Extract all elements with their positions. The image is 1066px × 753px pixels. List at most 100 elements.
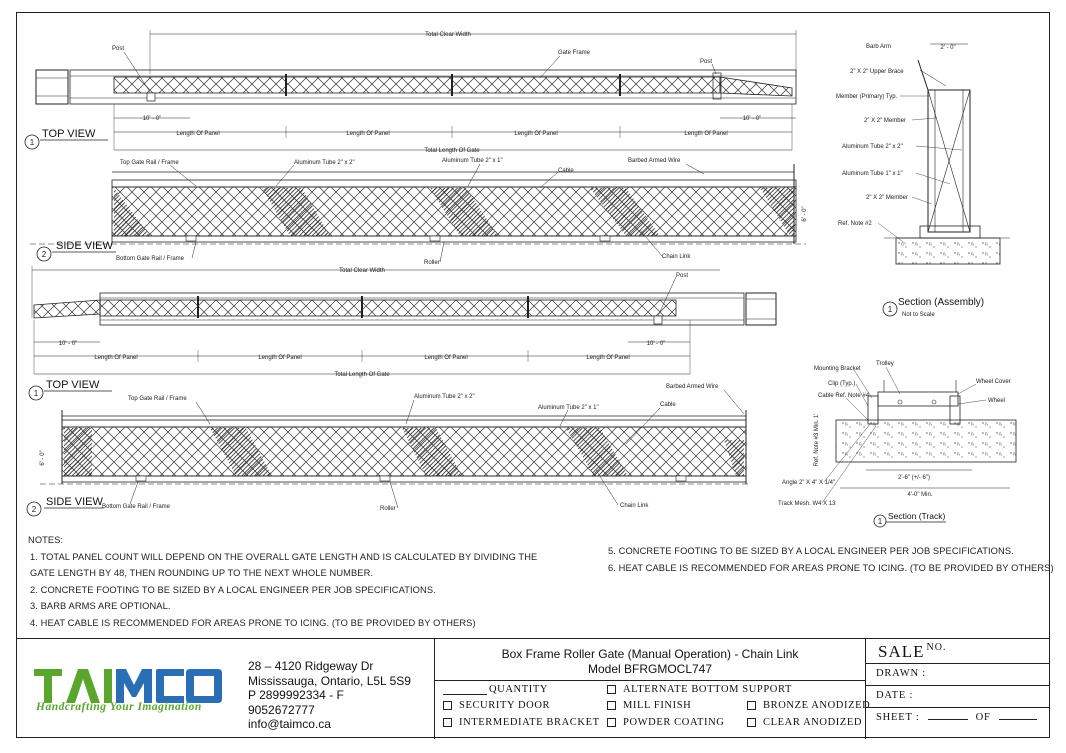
of-blank[interactable] xyxy=(998,719,1037,720)
option-security-door[interactable]: SECURITY DOOR xyxy=(443,700,550,711)
phone: P 2899992334 - F xyxy=(248,688,344,702)
assembly-dim-top: 2' - 0" xyxy=(940,45,955,51)
top-rail-label-2: Top Gate Rail / Frame xyxy=(128,396,187,402)
panel-length-2a: Length Of Panel xyxy=(94,355,137,361)
track-label-left-1: Clip (Typ.) xyxy=(828,381,855,387)
option-bronze-anodized[interactable]: BRONZE ANODIZED xyxy=(747,700,870,711)
note-6: 6. HEAT CABLE IS RECOMMENDED FOR AREAS P… xyxy=(608,562,1054,573)
barbed-wire-label-1: Barbed Armed Wire xyxy=(628,158,681,164)
sheet-label: SHEET : xyxy=(876,712,920,723)
track-label-top-1: Wheel Cover xyxy=(976,379,1011,385)
total-clear-width-label-2: Total Clear Width xyxy=(339,268,385,274)
checkbox[interactable] xyxy=(747,718,756,727)
assembly-number: 1 xyxy=(888,305,893,314)
note-5: 5. CONCRETE FOOTING TO BE SIZED BY A LOC… xyxy=(608,546,1014,556)
track-dim-v: Ref. Note #3 Min. 1' xyxy=(814,414,820,467)
checkbox[interactable] xyxy=(607,685,616,694)
dim-right-10ft-1: 10' - 0" xyxy=(743,116,762,122)
top-rail-label-1: Top Gate Rail / Frame xyxy=(120,160,179,166)
drawing-sheet xyxy=(16,12,1050,738)
checkbox[interactable] xyxy=(607,701,616,710)
note-1: 1. TOTAL PANEL COUNT WILL DEPEND ON THE … xyxy=(30,551,538,562)
track-dim-a: 2'-6" (+/- 6") xyxy=(898,475,930,481)
roller-label-2: Roller xyxy=(380,506,396,512)
option-label: MILL FINISH xyxy=(623,700,692,711)
view-number-1: 1 xyxy=(30,138,35,147)
checkbox[interactable] xyxy=(443,718,452,727)
checkbox[interactable] xyxy=(747,701,756,710)
divider xyxy=(866,707,1050,708)
post-label-left: Post xyxy=(112,46,124,52)
view-number-4: 2 xyxy=(32,505,37,514)
date-field[interactable]: DATE : xyxy=(876,690,914,701)
checkbox[interactable] xyxy=(443,701,452,710)
title-line-1: Box Frame Roller Gate (Manual Operation)… xyxy=(501,647,799,661)
notes-left: NOTES: 1. TOTAL PANEL COUNT WILL DEPEND … xyxy=(28,532,537,631)
gate-drawing: Total Clear Width Gate Frame Post Post 1… xyxy=(24,30,1017,528)
sheet-blank[interactable] xyxy=(927,719,968,720)
option-intermediate-bracket[interactable]: INTERMEDIATE BRACKET xyxy=(443,717,600,728)
panel-length-1c: Length Of Panel xyxy=(514,131,557,137)
option-clear-anodized[interactable]: CLEAR ANODIZED xyxy=(747,717,862,728)
divider xyxy=(866,685,1050,686)
option-alternate-bottom-support[interactable]: ALTERNATE BOTTOM SUPPORT xyxy=(607,684,792,695)
track-label-top-2: Wheel xyxy=(988,398,1005,404)
dim-left-10ft-2: 10' - 0" xyxy=(59,341,78,347)
drawn-field[interactable]: DRAWN : xyxy=(876,668,926,679)
alum-2x2-label-1: Aluminum Tube 2" x 2" xyxy=(294,160,355,166)
side-view-2: Top Gate Rail / Frame Aluminum Tube 2" x… xyxy=(26,384,750,517)
assembly-label-4: Aluminum Tube 2" x 2" xyxy=(842,144,903,150)
barbed-wire-label-2: Barbed Armed Wire xyxy=(666,384,719,390)
side-view-1: Top Gate Rail / Frame Aluminum Tube 2" x… xyxy=(30,158,808,266)
assembly-label-2: Member (Primary) Typ. xyxy=(836,94,898,100)
title-block: TAIMCO Handcrafting Your Imagination 28 … xyxy=(16,638,1050,739)
view-number-3: 1 xyxy=(34,389,39,398)
note-1-cont: GATE LENGTH BY 48, THEN ROUNDING UP TO T… xyxy=(30,568,374,578)
gate-frame-label: Gate Frame xyxy=(558,50,591,56)
assembly-label-7: Ref. Note #2 xyxy=(838,221,872,227)
option-powder-coating[interactable]: POWDER COATING xyxy=(607,717,724,728)
post-label-right: Post xyxy=(700,59,712,65)
quantity-blank[interactable] xyxy=(443,684,487,695)
sheet-field[interactable]: SHEET : OF xyxy=(876,712,1037,723)
notes-heading: NOTES: xyxy=(28,535,64,545)
option-mill-finish[interactable]: MILL FINISH xyxy=(607,700,691,711)
dim-right-10ft-2: 10' - 0" xyxy=(647,341,666,347)
chain-link-label-1: Chain Link xyxy=(662,254,691,260)
side-view-title-2: SIDE VIEW xyxy=(46,496,103,508)
bottom-rail-label-2: Bottom Gate Rail / Frame xyxy=(102,504,171,510)
top-view-title-2: TOP VIEW xyxy=(46,379,100,391)
assembly-label-5: Aluminum Tube 1" x 1" xyxy=(842,171,903,177)
bottom-rail-label-1: Bottom Gate Rail / Frame xyxy=(116,256,185,262)
panel-length-2c: Length Of Panel xyxy=(424,355,467,361)
note-4: 4. HEAT CABLE IS RECOMMENDED FOR AREAS P… xyxy=(30,617,476,628)
option-label: ALTERNATE BOTTOM SUPPORT xyxy=(623,684,792,695)
track-label-top-0: Trolley xyxy=(876,361,894,367)
address-line-1: 28 – 4120 Ridgeway Dr xyxy=(248,659,374,673)
height-dim-2: 6' - 0" xyxy=(40,450,46,465)
checkbox[interactable] xyxy=(607,718,616,727)
roller-label-1: Roller xyxy=(424,260,440,266)
assembly-subtitle: Not to Scale xyxy=(902,312,935,318)
panel-length-2b: Length Of Panel xyxy=(258,355,301,361)
divider xyxy=(866,663,1050,664)
option-label: SECURITY DOOR xyxy=(459,700,551,711)
company-address: 28 – 4120 Ridgeway Dr Mississauga, Ontar… xyxy=(248,659,411,732)
logo-tagline: Handcrafting Your Imagination xyxy=(36,701,202,713)
sale-no-label: NO. xyxy=(926,642,947,653)
top-view-2: Total Clear Width Post 10' - 0" 10' - 0"… xyxy=(28,266,777,401)
total-length-label-1: Total Length Of Gate xyxy=(424,148,480,154)
track-label-left-4: Track Mesh. W4 X 13 xyxy=(778,501,836,507)
address-line-2: Mississauga, Ontario, L5L 5S9 xyxy=(248,673,411,688)
track-dim-b: 4'-0" Min. xyxy=(908,492,933,498)
option-label: BRONZE ANODIZED xyxy=(763,700,871,711)
note-2: 2. CONCRETE FOOTING TO BE SIZED BY A LOC… xyxy=(30,584,436,595)
track-label-left-3: Angle 2" X 4" X 1/4" xyxy=(782,480,835,486)
title-separator xyxy=(435,680,865,681)
top-view-title-1: TOP VIEW xyxy=(42,128,96,140)
track-number: 1 xyxy=(878,517,883,526)
panel-length-1a: Length Of Panel xyxy=(176,131,219,137)
of-label: OF xyxy=(975,712,991,723)
